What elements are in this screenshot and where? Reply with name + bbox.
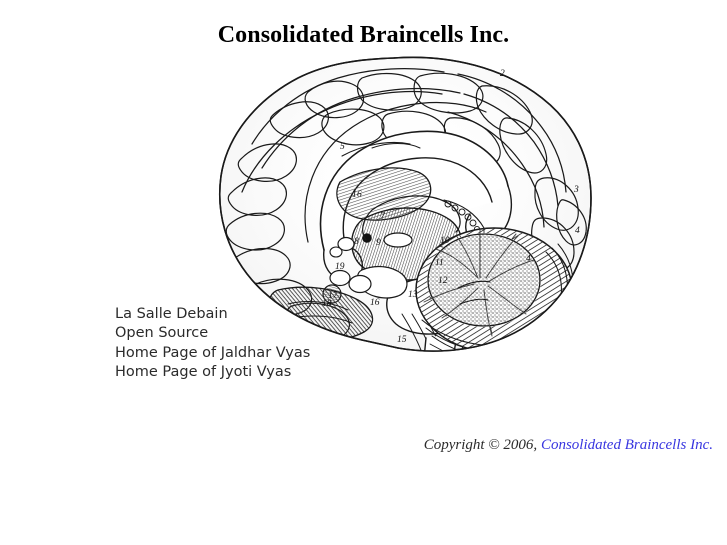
list-item[interactable]: La Salle Debain <box>115 305 310 324</box>
brain-label-8: 8 <box>354 237 359 247</box>
brain-label-9: 9 <box>376 238 381 248</box>
brain-label-2: 2 <box>500 69 505 79</box>
link-open-source[interactable]: Open Source <box>115 325 209 342</box>
brain-label-4a: 4 <box>526 254 531 264</box>
brain-label-13: 13 <box>408 290 418 300</box>
brain-label-18: 18 <box>322 299 332 309</box>
link-home-page-jyoti-vyas[interactable]: Home Page of Jyoti Vyas <box>115 364 292 381</box>
brain-label-1: 1 <box>352 190 357 200</box>
brain-label-6: 6 <box>357 190 362 200</box>
copyright-text: Copyright © 2006, <box>423 437 538 453</box>
list-item[interactable]: Home Page of Jyoti Vyas <box>115 363 310 382</box>
brain-illustration: 1 2 3 4 4 5 6 7 8 9 10 11 12 13 15 16 17… <box>212 52 600 370</box>
brain-label-16: 16 <box>370 298 380 308</box>
brain-label-19: 19 <box>335 262 345 272</box>
brain-label-17: 17 <box>328 291 339 301</box>
brain-label-4b: 4 <box>575 226 580 236</box>
brain-label-7: 7 <box>380 212 386 222</box>
brain-label-15: 15 <box>397 335 407 345</box>
list-item[interactable]: Home Page of Jaldhar Vyas <box>115 344 310 363</box>
brain-label-5: 5 <box>340 142 345 152</box>
footer-copyright: Copyright © 2006, Consolidated Braincell… <box>0 436 713 454</box>
copyright-company-link[interactable]: Consolidated Braincells Inc. <box>540 437 713 453</box>
navigation-link-list: La Salle Debain Open Source Home Page of… <box>115 305 310 383</box>
page-title: Consolidated Braincells Inc. <box>217 22 510 49</box>
brain-label-10: 10 <box>440 236 450 246</box>
brain-label-12: 12 <box>438 276 448 286</box>
link-la-salle-debain[interactable]: La Salle Debain <box>115 306 228 322</box>
brain-label-3: 3 <box>573 185 579 195</box>
link-home-page-jaldhar-vyas[interactable]: Home Page of Jaldhar Vyas <box>115 344 311 361</box>
list-item[interactable]: Open Source <box>115 324 310 343</box>
brain-label-11: 11 <box>435 258 444 268</box>
